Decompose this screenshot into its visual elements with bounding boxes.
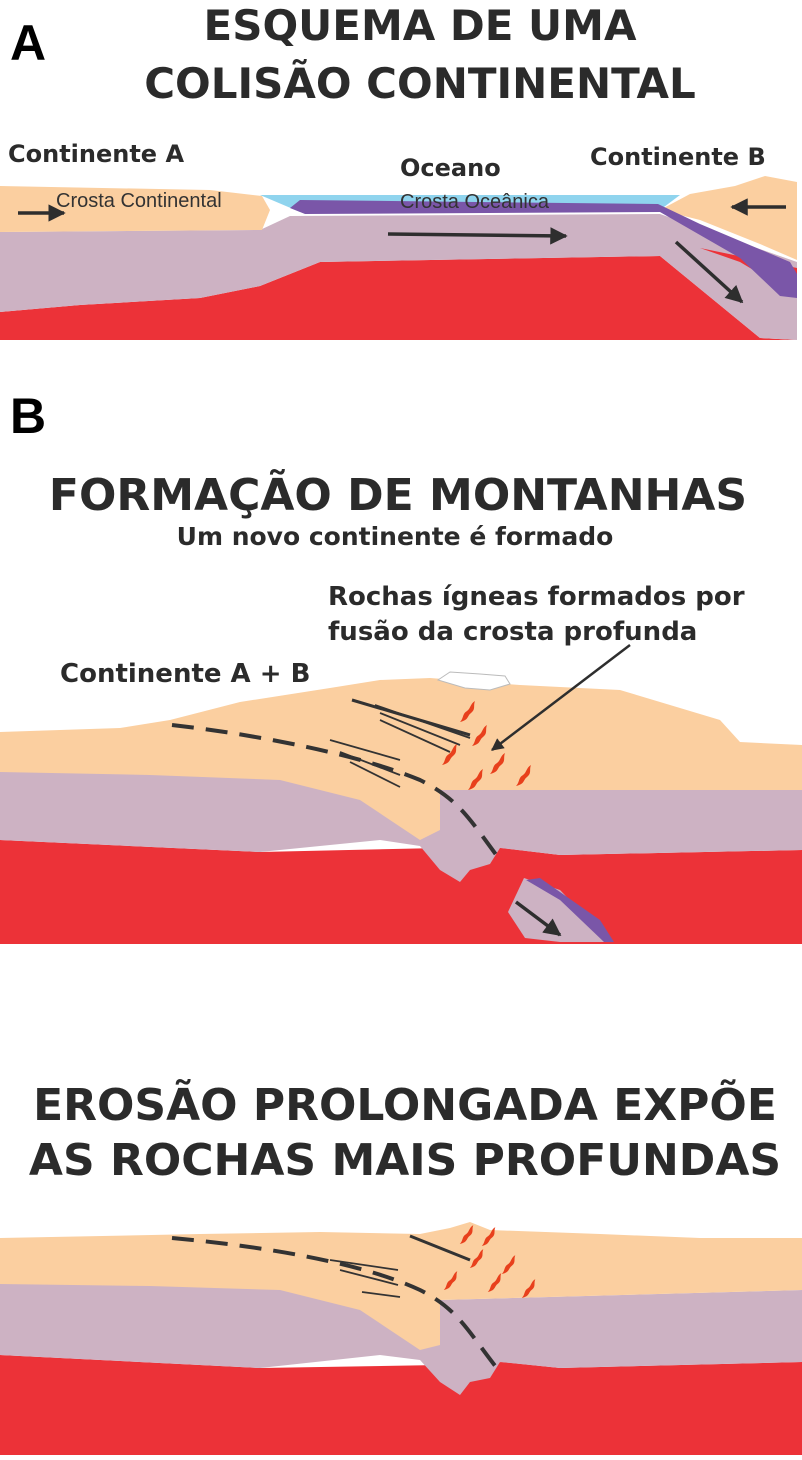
thrust-lines-c [329, 1234, 471, 1298]
lithosphere-c [0, 1282, 802, 1395]
lithosphere-a [0, 214, 797, 340]
oceanic-crust-slab [290, 200, 797, 298]
panel-b-letter: B [10, 388, 46, 444]
label-continent-ab: Continente A + B [60, 659, 310, 689]
continental-crust-eroded-c [0, 1222, 802, 1350]
oceanic-crust-slab-b [526, 878, 614, 942]
panel-b-subtitle: Um novo continente é formado [177, 522, 614, 551]
panel-c-title-line1: EROSÃO PROLONGADA EXPÕE [33, 1078, 777, 1131]
panel-c: EROSÃO PROLONGADA EXPÕE AS ROCHAS MAIS P… [0, 1078, 802, 1455]
asthenosphere-b [0, 840, 802, 944]
label-continental-crust: Crosta Continental [56, 190, 222, 212]
continental-crust-merged-b [0, 678, 802, 840]
thrust-lines-b [329, 698, 471, 788]
panel-a-letter: A [10, 15, 46, 71]
label-continent-b: Continente B [590, 143, 766, 171]
continental-crust-b [660, 176, 797, 260]
panel-a-title-line1: ESQUEMA DE UMA [204, 1, 637, 50]
annotation-igneous-line2: fusão da crosta profunda [328, 617, 697, 647]
annotation-igneous-line1: Rochas ígneas formados por [328, 582, 745, 612]
asthenosphere-c [0, 1355, 802, 1455]
arrow-annotation-pointer [491, 644, 631, 751]
arrow-oceanic-plate-east [387, 227, 568, 245]
suture-fault-line-c [171, 1236, 502, 1374]
label-continent-a: Continente A [8, 140, 184, 168]
continental-crust-a [0, 186, 270, 232]
label-ocean: Oceano [400, 154, 501, 182]
panel-c-title-line2: AS ROCHAS MAIS PROFUNDAS [29, 1135, 781, 1186]
arrow-subduction-b [514, 900, 562, 937]
subducted-slab-b [508, 878, 610, 942]
arrow-subduction-a [674, 240, 744, 304]
panel-b-title: FORMAÇÃO DE MONTANHAS [49, 468, 747, 521]
label-oceanic-crust: Crosta Oceânica [400, 191, 550, 213]
panel-a: A ESQUEMA DE UMA COLISÃO CONTINENTAL Con… [0, 1, 797, 340]
panel-a-title-line2: COLISÃO CONTINENTAL [144, 58, 696, 108]
suture-fault-line-b [171, 723, 502, 862]
panel-b: B FORMAÇÃO DE MONTANHAS Um novo continen… [0, 388, 802, 944]
mountain-snowcap [436, 671, 511, 691]
asthenosphere-a [0, 256, 797, 340]
